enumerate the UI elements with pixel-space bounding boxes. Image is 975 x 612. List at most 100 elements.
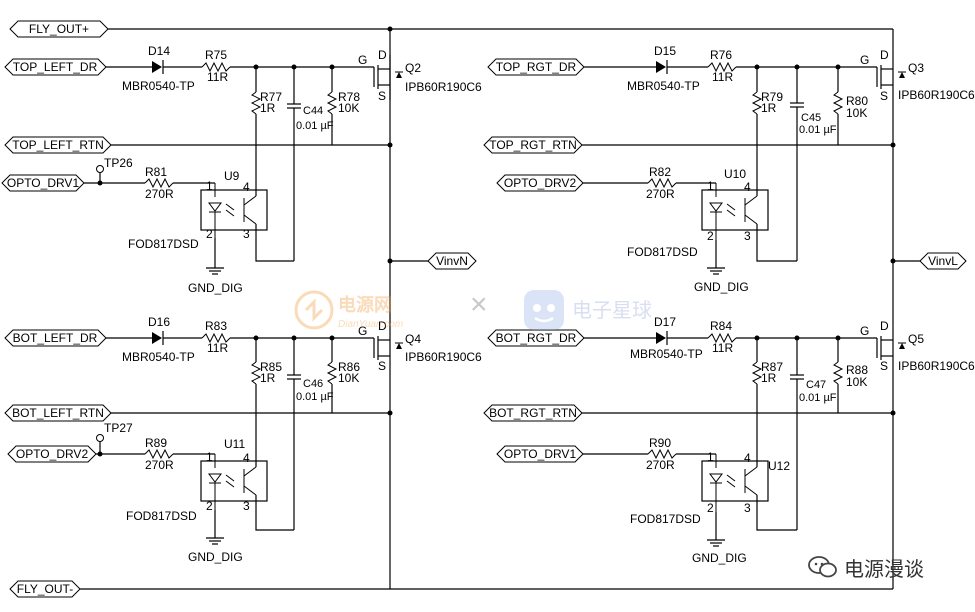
resistor-r75: R75 11R [201,48,231,84]
svg-text:11R: 11R [712,341,733,355]
svg-text:VinvN: VinvN [436,254,468,268]
stage-top-left: TOP_LEFT_DR D14 MBR0540-TP R75 11R R77 1… [1,44,482,295]
svg-text:R83: R83 [205,319,227,333]
svg-text:MBR0540-TP: MBR0540-TP [627,79,700,93]
svg-text:S: S [880,359,888,373]
svg-text:0.01 µF: 0.01 µF [799,392,837,404]
svg-text:4: 4 [243,180,250,194]
port-bot-rgt-rtn: BOT_RGT_RTN [483,404,583,422]
svg-text:GND_DIG: GND_DIG [188,281,243,295]
svg-text:GND_DIG: GND_DIG [692,551,747,565]
brand-watermark: 电源漫谈 [808,552,924,582]
svg-text:MBR0540-TP: MBR0540-TP [122,79,195,93]
svg-text:270R: 270R [145,187,174,201]
svg-text:S: S [378,89,386,103]
svg-text:IPB60R190C6: IPB60R190C6 [405,350,482,364]
svg-text:270R: 270R [646,458,675,472]
dianyuan-watermark-logo: 电源网 DianYuan.com [294,290,403,330]
svg-text:U12: U12 [768,459,790,473]
svg-text:R85: R85 [260,360,282,374]
svg-text:0.01 µF: 0.01 µF [296,120,334,132]
optocoupler-u10: 1 2 4 3 U10 FOD817DSD [627,167,769,259]
svg-text:1: 1 [707,450,714,464]
svg-text:D17: D17 [654,315,676,329]
svg-text:TP26: TP26 [104,156,133,170]
svg-text:11R: 11R [207,341,228,355]
svg-text:3: 3 [744,501,751,515]
port-opto-drv2-left: OPTO_DRV2 [7,445,97,463]
svg-text:R76: R76 [710,48,732,62]
svg-text:R88: R88 [846,363,868,377]
svg-text:10K: 10K [338,371,359,385]
port-opto-drv2-right: OPTO_DRV2 [496,174,584,192]
svg-text:IPB60R190C6: IPB60R190C6 [898,359,975,373]
svg-text:U11: U11 [224,437,245,451]
ground-symbol [206,267,224,275]
svg-text:Q4: Q4 [405,332,421,346]
svg-text:1: 1 [206,179,213,193]
svg-text:IPB60R190C6: IPB60R190C6 [405,80,482,94]
svg-text:MBR0540-TP: MBR0540-TP [630,347,703,361]
svg-text:D: D [880,319,889,333]
svg-text:TOP_RGT_DR: TOP_RGT_DR [496,60,577,74]
svg-text:OPTO_DRV2: OPTO_DRV2 [504,176,577,190]
stage-top-right: TOP_RGT_DR D15 MBR0540-TP R76 11R R79 1R… [483,44,975,294]
svg-text:Q3: Q3 [908,61,924,75]
svg-text:GND_DIG: GND_DIG [188,550,243,564]
port-vinvn: VinvN [427,252,477,270]
port-bot-left-dr: BOT_LEFT_DR [4,329,107,347]
svg-text:FOD817DSD: FOD817DSD [630,512,701,526]
svg-text:D15: D15 [654,44,676,58]
svg-text:2: 2 [707,501,714,515]
svg-text:2: 2 [206,499,213,513]
diode-d16: D16 MBR0540-TP [122,315,195,364]
port-vinvl: VinvL [919,252,967,270]
svg-text:BOT_LEFT_RTN: BOT_LEFT_RTN [12,406,104,420]
dianyuan-watermark-name: 电源网 [338,294,392,316]
svg-text:3: 3 [243,227,250,241]
mosfet-q3: G D S Q3 IPB60R190C6 [860,48,975,103]
svg-text:R80: R80 [846,94,868,108]
svg-text:10K: 10K [846,375,867,389]
planet-watermark-logo: 电子星球 [524,290,652,330]
svg-text:TOP_RGT_RTN: TOP_RGT_RTN [489,138,577,152]
svg-text:TP27: TP27 [104,421,133,435]
svg-text:1: 1 [206,450,213,464]
svg-text:R86: R86 [338,360,360,374]
dianyuan-watermark-url: DianYuan.com [338,319,403,330]
port-opto-drv1-right: OPTO_DRV1 [496,445,584,463]
svg-text:1: 1 [707,179,714,193]
svg-text:0.01 µF: 0.01 µF [296,391,334,403]
svg-text:GND_DIG: GND_DIG [694,280,749,294]
svg-text:G: G [860,324,869,338]
ground-symbol [707,267,725,275]
svg-text:G: G [358,53,367,67]
svg-text:TOP_LEFT_RTN: TOP_LEFT_RTN [12,138,104,152]
svg-text:270R: 270R [145,458,174,472]
svg-text:FOD817DSD: FOD817DSD [128,237,199,251]
svg-text:4: 4 [744,180,751,194]
svg-text:D16: D16 [148,315,170,329]
optocoupler-u12: 1 2 4 3 U12 FOD817DSD [630,450,790,526]
ground-symbol [206,537,224,545]
svg-text:R89: R89 [145,436,167,450]
svg-text:R90: R90 [649,436,671,450]
port-top-left-rtn: TOP_LEFT_RTN [4,136,112,154]
port-opto-drv1-left: OPTO_DRV1 [1,174,85,192]
stage-bottom-right: BOT_RGT_DR D17 MBR0540-TP R84 11R R87 1R… [483,315,975,565]
svg-text:BOT_LEFT_DR: BOT_LEFT_DR [13,331,98,345]
svg-text:1R: 1R [761,371,777,385]
svg-text:D: D [378,48,387,62]
port-fly-out-minus: FLY_OUT- [9,580,81,598]
svg-text:C44: C44 [303,105,323,117]
svg-text:G: G [860,53,869,67]
svg-text:2: 2 [206,227,213,241]
svg-text:R81: R81 [145,165,167,179]
svg-text:U9: U9 [224,169,240,183]
svg-text:4: 4 [744,451,751,465]
svg-text:FLY_OUT-: FLY_OUT- [17,582,73,596]
svg-text:C47: C47 [806,379,826,391]
svg-text:0.01 µF: 0.01 µF [799,124,837,136]
svg-text:11R: 11R [207,70,228,84]
